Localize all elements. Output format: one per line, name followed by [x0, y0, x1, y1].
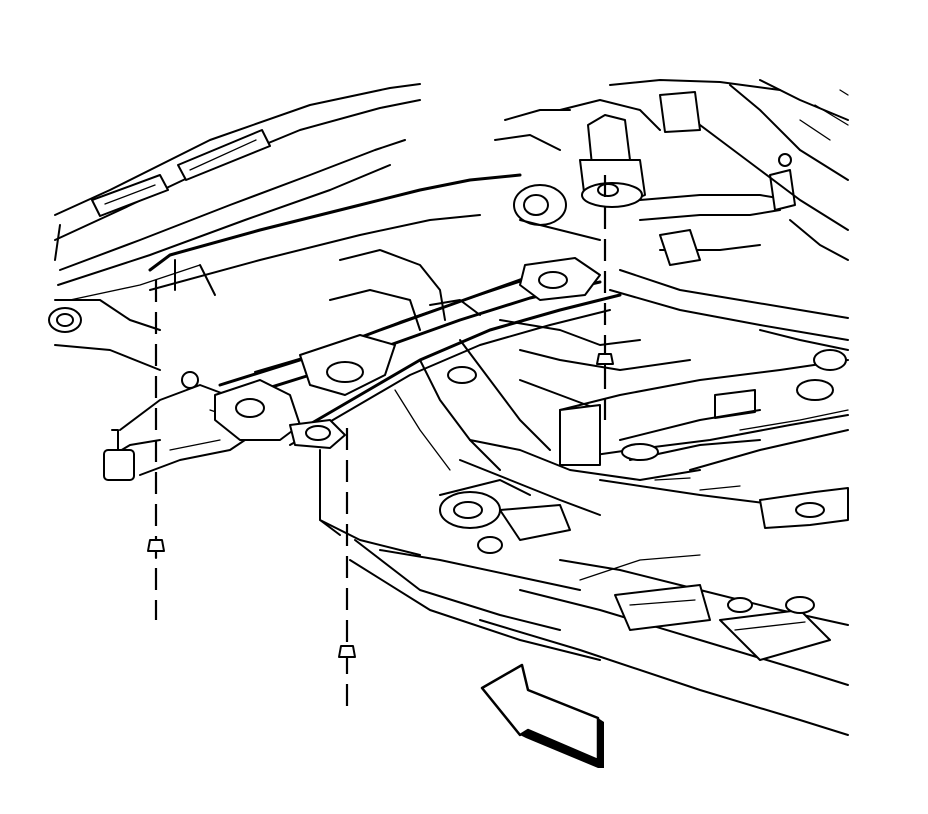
front-subframe: [148, 173, 622, 449]
strut-mount: [494, 99, 661, 241]
subframe-bolt-front-right: [596, 175, 614, 420]
right-floor-panel: [559, 329, 849, 529]
underbody-floor-pan: [329, 249, 701, 516]
right-control-arm: [609, 153, 849, 341]
left-frame-rail: [54, 83, 421, 301]
left-suspension-bushing: [48, 299, 161, 371]
subframe-bolt-rear: [338, 428, 356, 715]
vehicle-front-arrow-icon: [480, 663, 604, 768]
rocker-panel: [479, 554, 849, 736]
right-frame-rail: [609, 79, 849, 261]
rear-subframe-mount: [319, 449, 601, 661]
subframe-bolt-front-left: [147, 280, 165, 620]
